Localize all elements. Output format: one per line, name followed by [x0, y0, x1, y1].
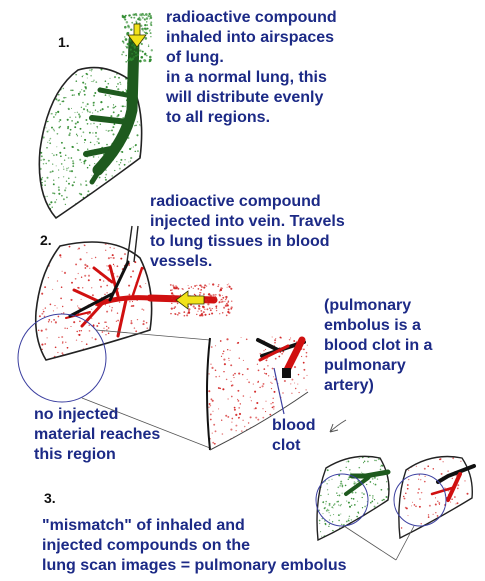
- blood-clot-label: blood clot: [272, 416, 316, 456]
- step-1-description: radioactive compound inhaled into airspa…: [166, 8, 337, 128]
- blood-clot-icon: [282, 368, 291, 378]
- unperfused-region-circle: [18, 314, 106, 402]
- step-2-number: 2.: [40, 232, 52, 248]
- step-2-description: radioactive compound injected into vein.…: [150, 192, 345, 272]
- zoom-connector-top: [96, 330, 210, 340]
- mismatch-pointer-left: [344, 526, 396, 560]
- embolus-note: (pulmonary embolus is a blood clot in a …: [324, 296, 432, 396]
- embolus-pointer-arrow: [330, 420, 346, 432]
- no-material-label: no injected material reaches this region: [34, 405, 160, 465]
- trachea-outline-2: [127, 226, 138, 262]
- magnified-lung-edge: [207, 338, 210, 450]
- step-3-number: 3.: [44, 490, 56, 506]
- step-3-description: "mismatch" of inhaled and injected compo…: [42, 516, 347, 576]
- mismatch-circle-right: [394, 474, 446, 526]
- inhaled-lung-illustration: [35, 13, 153, 222]
- small-lung-injected-outline: [399, 457, 472, 539]
- step-1-number: 1.: [58, 34, 70, 50]
